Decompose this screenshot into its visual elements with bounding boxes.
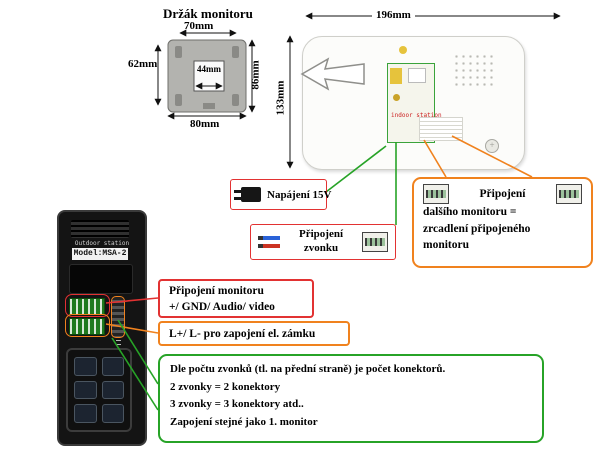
power-label: Napájení 15V <box>267 188 332 201</box>
connector-board: indoor station <box>387 63 442 143</box>
product-sticker <box>419 117 463 141</box>
dim-label-196mm: 196mm <box>372 9 415 21</box>
dim-label-62mm: 62mm <box>128 58 158 70</box>
power-plug-icon <box>234 187 261 202</box>
bell-button <box>74 380 97 400</box>
dim-label-44mm: 44mm <box>197 64 221 74</box>
station-model-label: Model:MSA-2 <box>72 248 128 260</box>
extra-monitor-line2: dalšího monitoru = <box>423 206 517 218</box>
terminal-block-bottom <box>69 318 105 335</box>
extra-monitor-line4: monitoru <box>423 239 469 252</box>
bells-count-callout: Dle počtu zvonků (tl. na přední straně) … <box>158 354 544 443</box>
pin-header-icon <box>423 184 449 204</box>
extra-monitor-callout: Připojení dalšího monitoru = zrcadlení p… <box>412 177 593 268</box>
bell-callout: Připojení zvonku <box>250 224 396 260</box>
extra-monitor-line1: Připojení <box>479 188 526 200</box>
highlight-lock-terminals <box>65 314 110 337</box>
dim-label-70mm: 70mm <box>184 20 214 32</box>
door-station: Outdoor station Model:MSA-2 <box>57 210 147 446</box>
bracket-title: Držák monitoru <box>163 6 253 21</box>
bracket-drawing <box>167 39 247 113</box>
board-label: indoor station <box>391 112 442 119</box>
lock-callout: L+/ L- pro zapojení el. zámku <box>158 321 350 346</box>
camera-window <box>69 264 133 294</box>
station-speaker-grille <box>71 220 129 238</box>
power-callout: Napájení 15V <box>230 179 331 210</box>
bell-label: Připojení zvonku <box>299 228 343 254</box>
wire-connector-icon <box>258 235 280 249</box>
highlight-monitor-terminals <box>65 294 110 317</box>
dim-label-86mm: 86mm <box>249 60 262 90</box>
monitor-back-view: indoor station + <box>302 36 525 170</box>
speaker-grille <box>453 53 497 89</box>
dim-label-133mm: 133mm <box>274 80 287 116</box>
bell-button <box>101 380 124 400</box>
button-panel <box>66 348 132 432</box>
board-component <box>393 94 400 101</box>
dim-label-80mm: 80mm <box>190 118 220 130</box>
name-plate <box>74 404 97 423</box>
mount-hole <box>399 46 407 54</box>
pin-header-icon <box>556 184 582 204</box>
bell-button <box>101 357 124 376</box>
board-component <box>390 68 402 84</box>
monitor-connect-callout: Připojení monitoru +/ GND/ Audio/ video <box>158 279 314 318</box>
station-header-text: Outdoor station <box>74 240 130 247</box>
extra-monitor-line3: zrcadlení připojeného <box>423 222 531 235</box>
bell-button <box>74 357 97 376</box>
name-plate <box>101 404 124 423</box>
pin-header-icon <box>362 232 388 252</box>
screw-icon: + <box>485 139 499 153</box>
side-connector <box>111 296 125 338</box>
board-component <box>408 68 426 83</box>
